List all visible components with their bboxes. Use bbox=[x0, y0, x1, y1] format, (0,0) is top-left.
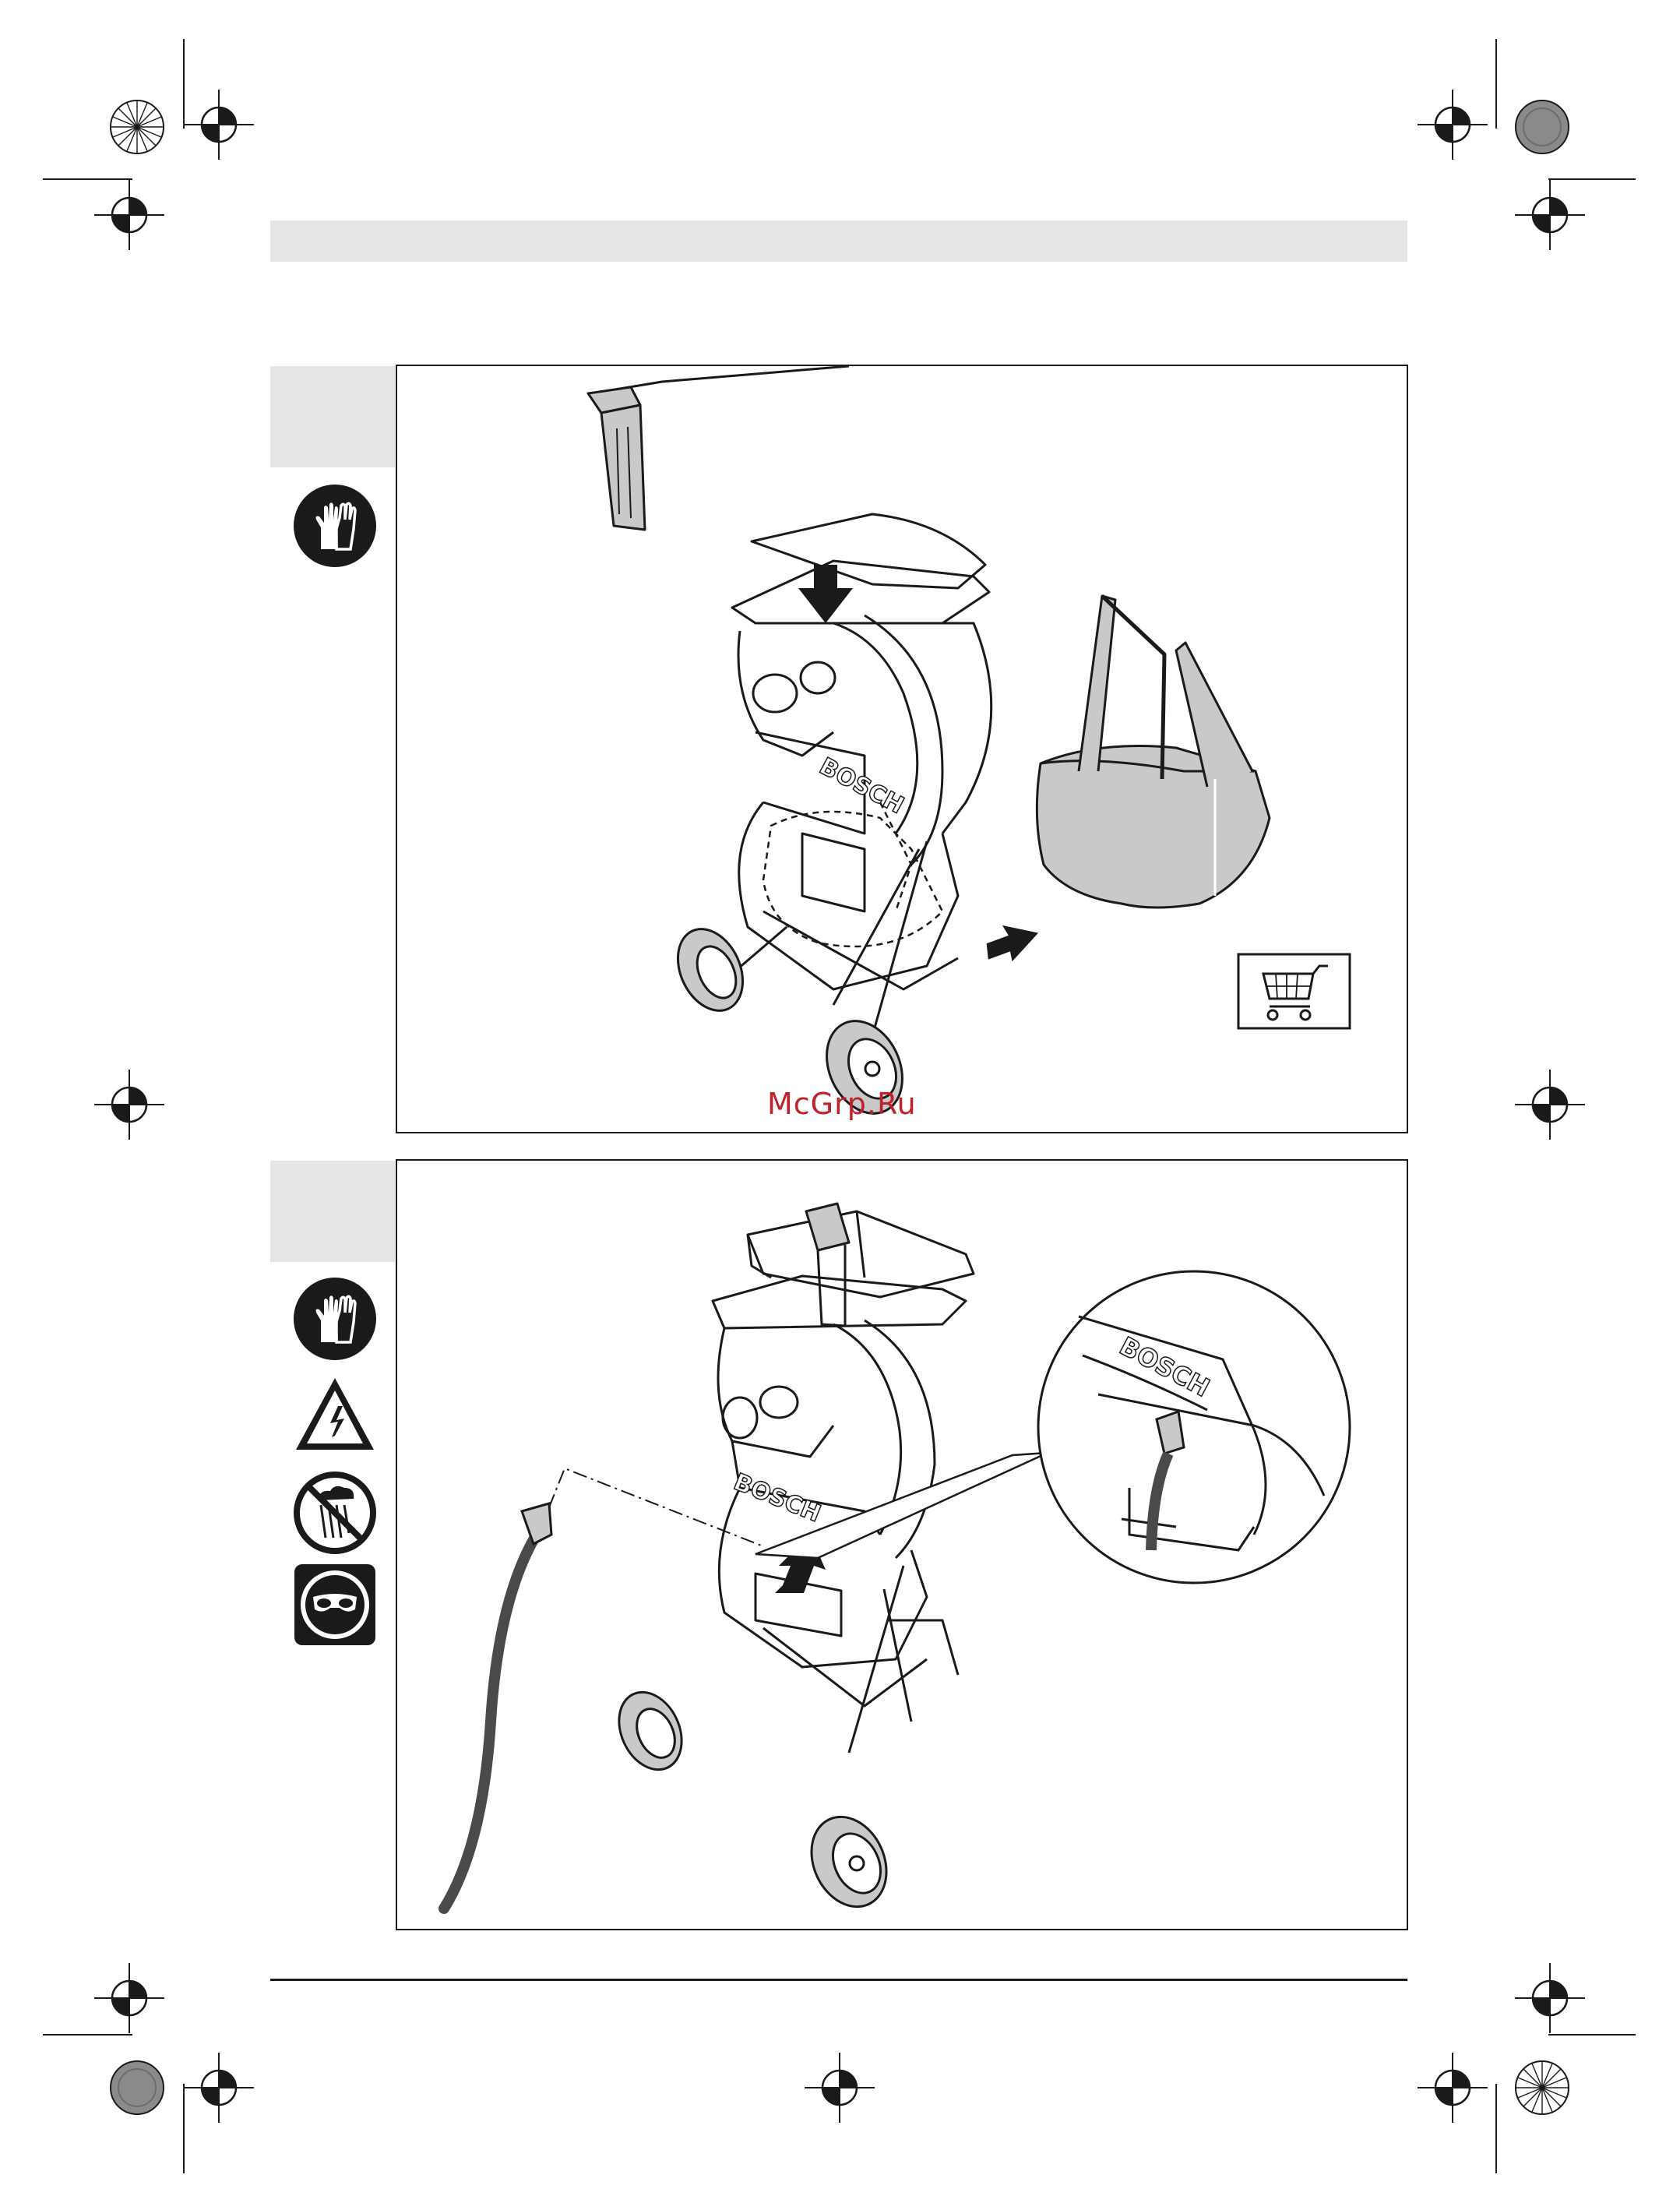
figure-2-step-tab bbox=[270, 1161, 395, 1262]
wheel-left bbox=[607, 1682, 693, 1780]
cable-plug bbox=[522, 1503, 551, 1544]
remove-bag-arrow-icon bbox=[979, 915, 1044, 969]
brand-label: BOSCH bbox=[815, 753, 908, 819]
page-footer-rule bbox=[270, 1979, 1407, 1981]
figure-1-panel: BOSCH bbox=[396, 365, 1408, 1133]
wheel-left bbox=[665, 918, 755, 1021]
brand-label: BOSCH bbox=[730, 1468, 825, 1528]
figure-2-illustration: BOSCH BOS bbox=[397, 1161, 1407, 1929]
no-rain-icon bbox=[293, 1471, 377, 1555]
watermark: McGrp.Ru bbox=[767, 1087, 917, 1121]
page-header-bar bbox=[270, 220, 1407, 262]
shopping-cart-icon bbox=[1238, 954, 1350, 1028]
gloves-icon bbox=[293, 1277, 377, 1361]
figure-1-step-tab bbox=[270, 366, 395, 467]
figure-1-illustration: BOSCH bbox=[397, 366, 1407, 1132]
pusher-tool bbox=[588, 366, 849, 530]
eye-protection-icon bbox=[293, 1563, 377, 1647]
gloves-icon bbox=[293, 484, 377, 568]
power-cable bbox=[444, 1533, 537, 1909]
collection-bag bbox=[1037, 596, 1270, 908]
wheel-right bbox=[798, 1805, 900, 1919]
electric-shock-warning-icon bbox=[293, 1373, 377, 1457]
figure-2-panel: BOSCH BOS bbox=[396, 1159, 1408, 1930]
detail-magnifier: BOSCH bbox=[1038, 1271, 1350, 1583]
